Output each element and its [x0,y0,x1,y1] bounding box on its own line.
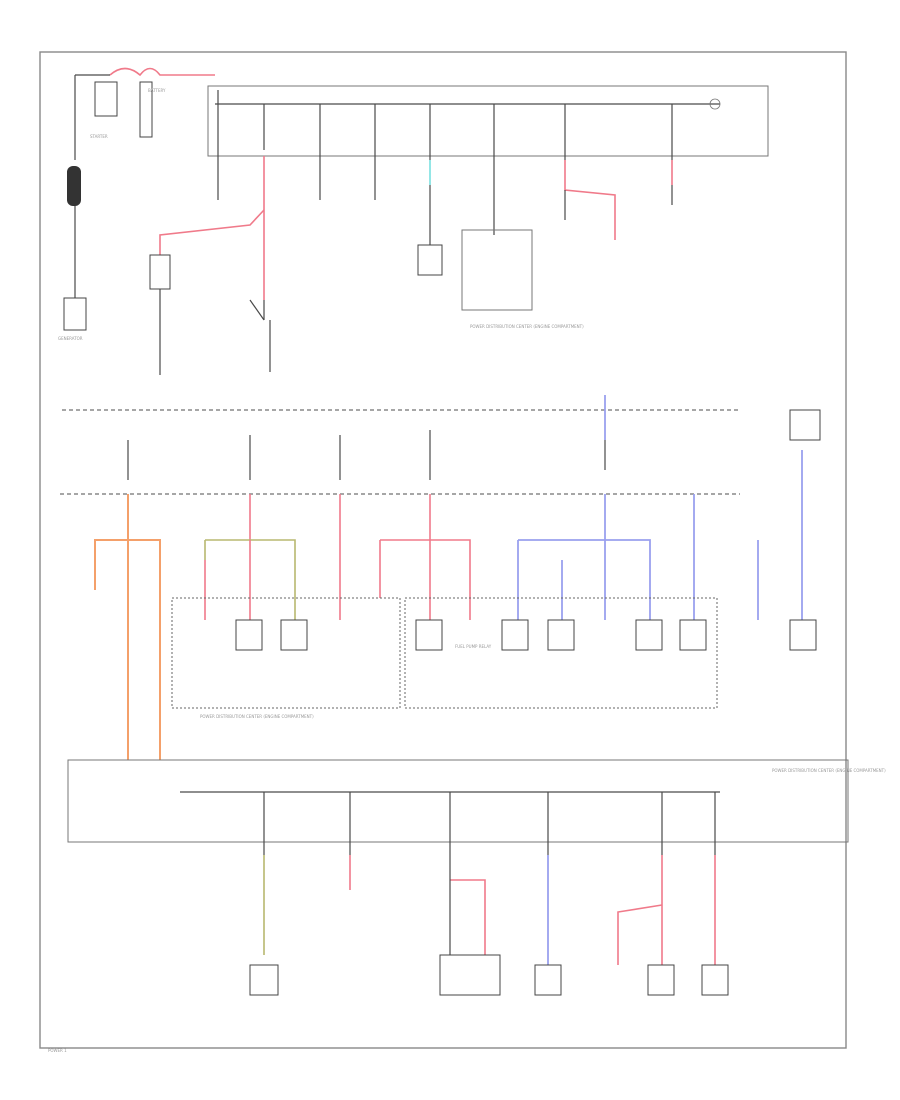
generator-box [63,297,87,331]
starter-relay-box [149,254,171,290]
module-a-box [417,244,443,276]
pdc-mid-left [171,597,401,709]
footer-code: POWER 1 [48,1048,67,1053]
bottom-fuse-drops [263,792,716,855]
battery-box [139,81,153,138]
pdc-bottom-box [67,759,849,843]
fuel-pump-relay-label: FUEL PUMP RELAY [455,644,492,649]
diagram-frame [39,51,847,1049]
mid-right-module [789,409,821,441]
pdc-top-box [207,85,769,157]
fusible-link [67,166,81,206]
starter-box [94,81,118,117]
pdc-mid-label: POWER DISTRIBUTION CENTER (ENGINE COMPAR… [200,714,314,719]
pdc-top-label: POWER DISTRIBUTION CENTER (ENGINE COMPAR… [470,324,584,329]
starter-label: STARTER [90,134,108,139]
battery-label: BATTERY [148,88,166,93]
top-fuse-drops [217,90,721,235]
pdc-inner-box [461,229,533,311]
pdc-bottom-label: POWER DISTRIBUTION CENTER (ENGINE COMPAR… [772,768,886,773]
pdc-mid-right [404,597,718,709]
bottom-components [249,954,729,996]
mid-relays [235,619,817,651]
generator-label: GENERATOR [58,336,83,341]
